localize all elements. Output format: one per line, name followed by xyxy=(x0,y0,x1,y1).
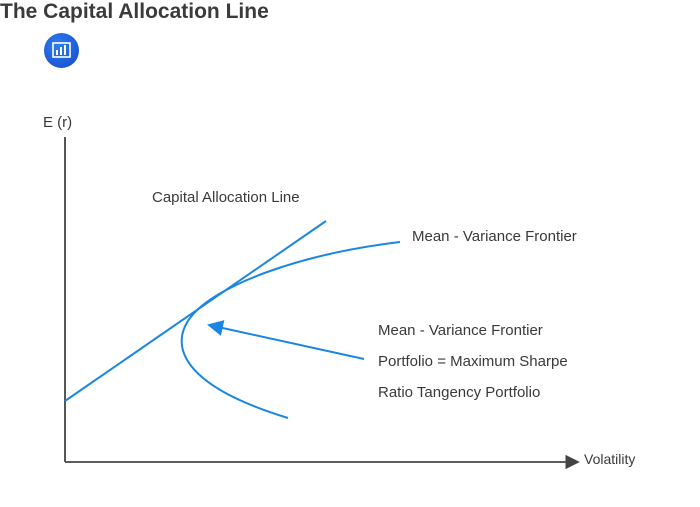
mean-variance-frontier-curve xyxy=(180,241,401,419)
page-title: The Capital Allocation Line xyxy=(0,0,269,23)
bar-chart-icon xyxy=(44,33,79,68)
x-axis-label: Volatility xyxy=(584,451,636,467)
tangency-arrow xyxy=(207,320,365,360)
tangency-annotation-line-2: Portfolio = Maximum Sharpe xyxy=(378,353,568,370)
tangency-annotation-line-1: Mean - Variance Frontier xyxy=(378,322,543,339)
tangency-annotation-line-3: Ratio Tangency Portfolio xyxy=(378,384,541,401)
cal-label: Capital Allocation Line xyxy=(152,189,300,206)
frontier-label: Mean - Variance Frontier xyxy=(412,228,577,245)
y-axis-label: E (r) xyxy=(43,114,73,131)
